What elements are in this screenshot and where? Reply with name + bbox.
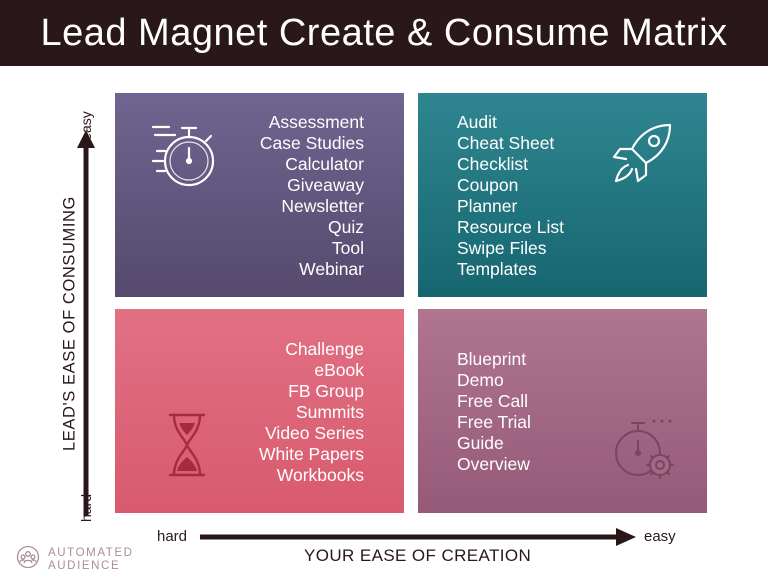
list-top-right: Audit Cheat Sheet Checklist Coupon Plann… <box>457 112 564 280</box>
quadrant-top-left: Assessment Case Studies Calculator Givea… <box>115 93 404 297</box>
list-item: Assessment <box>268 112 364 132</box>
list-item: Swipe Files <box>457 238 547 258</box>
list-item: White Papers <box>258 444 364 464</box>
brand-line-1: AUTOMATED <box>48 546 134 559</box>
page-title: Lead Magnet Create & Consume Matrix <box>40 11 728 54</box>
stopwatch-gear-icon <box>610 415 680 483</box>
x-axis-title: YOUR EASE OF CREATION <box>304 546 532 565</box>
list-item: Checklist <box>457 154 528 174</box>
list-item: Coupon <box>457 175 519 195</box>
audience-logo-icon <box>16 545 40 574</box>
list-item: Summits <box>295 402 364 422</box>
y-axis-title: LEAD'S EASE OF CONSUMING <box>60 196 79 452</box>
list-item: Workbooks <box>276 465 364 485</box>
title-bar: Lead Magnet Create & Consume Matrix <box>0 0 768 66</box>
list-item: Video Series <box>265 423 364 443</box>
list-item: Challenge <box>285 339 364 359</box>
y-axis-top-label: easy <box>78 111 94 141</box>
y-axis-bottom-label: hard <box>78 493 94 523</box>
list-item: Tool <box>331 238 364 258</box>
quadrant-bottom-left: Challenge eBook FB Group Summits Video S… <box>115 309 404 513</box>
brand-name: AUTOMATED AUDIENCE <box>48 547 134 573</box>
x-axis-left-label: hard <box>157 528 188 545</box>
list-item: Webinar <box>299 259 364 279</box>
list-item: Calculator <box>285 154 364 174</box>
list-item: FB Group <box>288 381 364 401</box>
list-item: Case Studies <box>259 133 364 153</box>
list-item: Giveaway <box>287 175 364 195</box>
list-item: Planner <box>457 196 518 216</box>
list-item: Audit <box>457 112 497 132</box>
list-item: Demo <box>457 370 504 390</box>
list-item: eBook <box>314 360 364 380</box>
list-item: Blueprint <box>457 349 527 369</box>
x-axis-arrow <box>200 527 636 552</box>
list-item: Guide <box>457 433 504 453</box>
list-item: Templates <box>457 259 537 279</box>
brand-line-2: AUDIENCE <box>48 559 121 572</box>
list-item: Free Trial <box>457 412 531 432</box>
list-item: Overview <box>457 454 530 474</box>
list-item: Free Call <box>457 391 528 411</box>
x-axis-right-label: easy <box>644 528 676 545</box>
quadrant-bottom-right: Blueprint Demo Free Call Free Trial Guid… <box>418 309 707 513</box>
rocket-icon <box>608 119 678 189</box>
hourglass-icon <box>167 411 207 479</box>
list-item: Resource List <box>457 217 564 237</box>
list-item: Newsletter <box>281 196 364 216</box>
brand-logo: AUTOMATED AUDIENCE <box>16 545 134 574</box>
y-axis-arrow <box>76 130 96 521</box>
list-bottom-right: Blueprint Demo Free Call Free Trial Guid… <box>457 349 531 475</box>
quadrant-top-right: Audit Cheat Sheet Checklist Coupon Plann… <box>418 93 707 297</box>
list-bottom-left: Challenge eBook FB Group Summits Video S… <box>259 339 364 486</box>
list-item: Quiz <box>328 217 364 237</box>
list-top-left: Assessment Case Studies Calculator Givea… <box>260 112 364 280</box>
stopwatch-speed-icon <box>151 121 217 191</box>
list-item: Cheat Sheet <box>457 133 555 153</box>
